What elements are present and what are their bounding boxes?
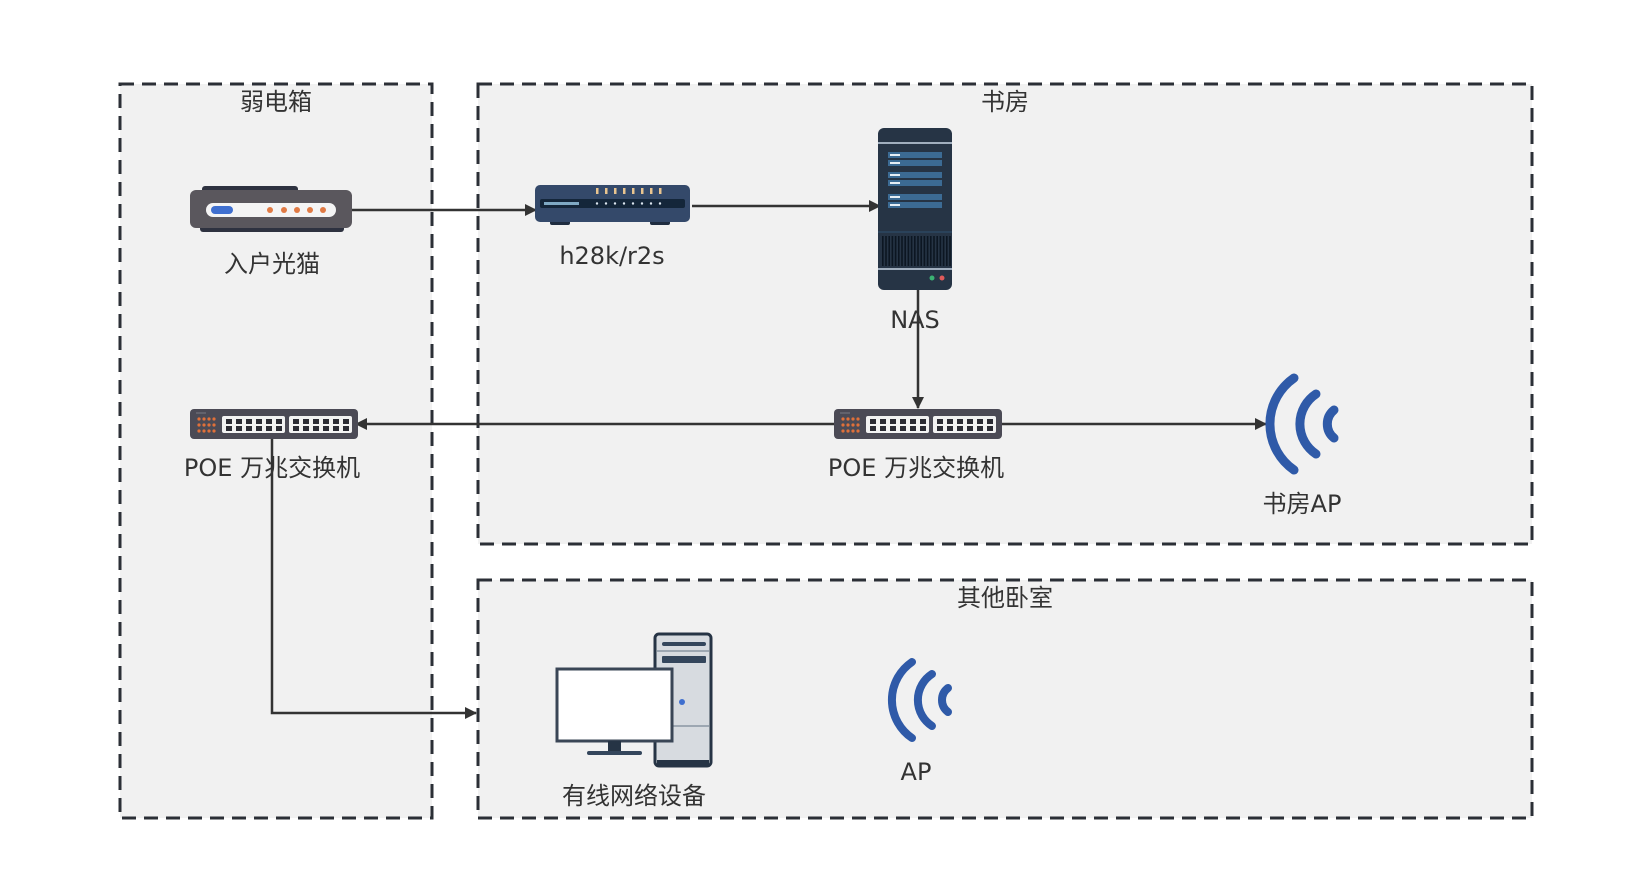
node-nas[interactable]: NAS bbox=[878, 128, 952, 334]
group-title-other-bedrooms: 其他卧室 bbox=[957, 584, 1053, 612]
group-title-study: 书房 bbox=[981, 88, 1029, 116]
modem-icon bbox=[190, 186, 352, 232]
node-label-nas: NAS bbox=[890, 306, 940, 334]
group-other-bedrooms: 其他卧室 bbox=[476, 578, 1534, 820]
node-switch-weak[interactable]: POE 万兆交换机 bbox=[184, 409, 360, 482]
node-ont[interactable]: 入户光猫 bbox=[190, 186, 352, 278]
edge-switch-weak-wired-devices bbox=[270, 438, 477, 719]
node-ap-study[interactable]: 书房AP bbox=[1263, 373, 1342, 518]
node-wired-devices[interactable]: 有线网络设备 bbox=[555, 632, 713, 810]
switch-icon bbox=[834, 409, 1002, 439]
group-title-weak-box: 弱电箱 bbox=[240, 88, 312, 116]
node-switch-study[interactable]: POE 万兆交换机 bbox=[828, 409, 1004, 482]
edges bbox=[270, 200, 1267, 719]
node-router[interactable]: h28k/r2s bbox=[535, 185, 690, 270]
router-icon bbox=[535, 185, 690, 225]
node-label-switch-study: POE 万兆交换机 bbox=[828, 454, 1004, 482]
group-study: 书房 bbox=[476, 82, 1534, 546]
server-icon bbox=[878, 128, 952, 290]
node-label-ont: 入户光猫 bbox=[224, 250, 320, 278]
node-label-ap-study: 书房AP bbox=[1263, 490, 1342, 518]
node-label-ap-other: AP bbox=[901, 758, 932, 786]
node-label-wired-devices: 有线网络设备 bbox=[562, 782, 706, 810]
desktop-computer-icon bbox=[555, 632, 713, 768]
switch-icon bbox=[190, 409, 358, 439]
node-ap-other[interactable]: AP bbox=[887, 658, 952, 786]
node-label-switch-weak: POE 万兆交换机 bbox=[184, 454, 360, 482]
node-label-router: h28k/r2s bbox=[559, 242, 664, 270]
wifi-ap-icon bbox=[1265, 373, 1339, 475]
wifi-ap-icon bbox=[887, 658, 952, 742]
